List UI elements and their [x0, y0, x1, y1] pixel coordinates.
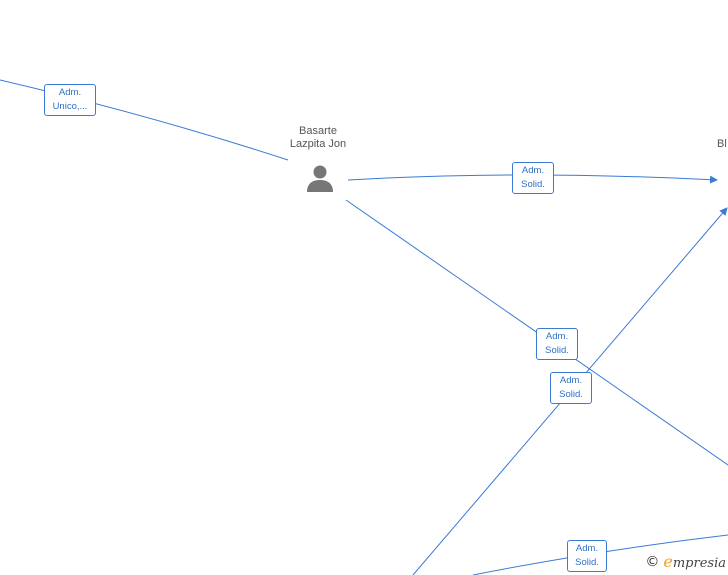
- edge-label-adm-solid[interactable]: Adm. Solid.: [550, 372, 592, 404]
- edge-label-adm-unico[interactable]: Adm. Unico,...: [44, 84, 96, 116]
- node-name-line: Lazpita Jon: [289, 138, 347, 150]
- edge-label-adm-solid[interactable]: Adm. Solid.: [512, 162, 554, 194]
- person-icon[interactable]: [305, 163, 335, 193]
- brand-initial: e: [663, 552, 673, 571]
- edge-label-line: Adm.: [559, 375, 583, 386]
- edge-label-line: Solid.: [545, 345, 569, 356]
- edge-label-line: Solid.: [521, 179, 545, 190]
- edge-label-line: Solid.: [575, 557, 599, 568]
- node-name-line: [710, 125, 728, 138]
- node-name-basarte: Basarte Lazpita Jon: [278, 125, 358, 151]
- edge-line: [0, 79, 289, 161]
- brand-text: mpresia: [672, 556, 726, 571]
- watermark: © empresia: [645, 552, 726, 571]
- brand-logo: empresia: [663, 552, 726, 571]
- node-name-line: Bl: [717, 138, 727, 150]
- edge-label-line: Adm.: [521, 165, 545, 176]
- edge-label-adm-solid[interactable]: Adm. Solid.: [567, 540, 607, 572]
- node-name-line: Basarte: [299, 125, 337, 137]
- edge-label-line: Adm.: [58, 87, 82, 98]
- node-name-right: Bl: [710, 125, 728, 151]
- copyright-symbol: ©: [645, 553, 660, 570]
- edge-label-adm-solid[interactable]: Adm. Solid.: [536, 328, 578, 360]
- edge-label-line: Solid.: [559, 389, 583, 400]
- edge-label-line: Adm.: [545, 331, 569, 342]
- edge-label-line: Adm.: [575, 543, 599, 554]
- edge-label-line: Unico,...: [52, 101, 88, 112]
